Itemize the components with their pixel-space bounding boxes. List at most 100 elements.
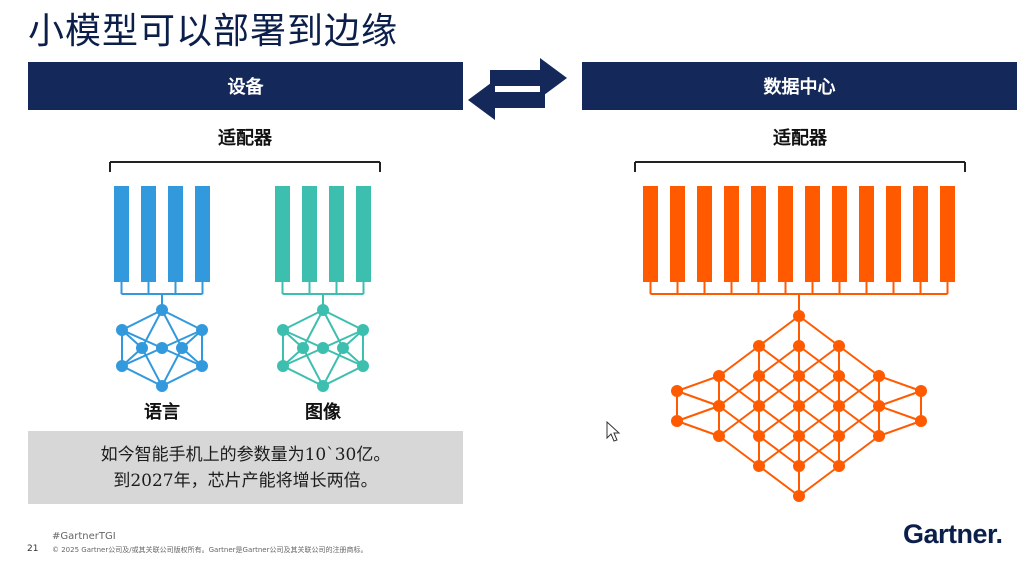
net-node [136, 342, 148, 354]
image-model-label: 图像 [305, 402, 341, 423]
net-node [277, 324, 289, 336]
net-edge [878, 405, 922, 422]
net-edge [718, 345, 760, 377]
net-node [713, 430, 725, 442]
copyright-text: © 2025 Gartner公司及/或其关联公司版权所有。Gartner是Gar… [52, 546, 368, 554]
net-node [317, 342, 329, 354]
net-edge [838, 375, 880, 407]
net-edge [322, 329, 364, 349]
net-edge [322, 347, 344, 387]
net-node [357, 360, 369, 372]
net-node [713, 400, 725, 412]
net-edge [758, 435, 800, 467]
net-edge [161, 365, 203, 387]
net-node [793, 370, 805, 382]
adapter-bar [643, 186, 658, 282]
adapter-bar [751, 186, 766, 282]
net-node [873, 370, 885, 382]
net-node [357, 324, 369, 336]
net-node [793, 340, 805, 352]
net-node [833, 340, 845, 352]
net-node [833, 460, 845, 472]
datacenter-adapter-bracket [634, 161, 966, 172]
net-edge [282, 329, 324, 349]
net-edge [161, 347, 183, 387]
net-node [793, 490, 805, 502]
adapter-bar [940, 186, 955, 282]
net-edge [161, 347, 203, 367]
net-node [337, 342, 349, 354]
net-edge [141, 347, 163, 387]
net-edge [302, 347, 324, 387]
bidirectional-arrow-icon [468, 58, 567, 120]
adapter-bar [195, 186, 210, 282]
datacenter-neural-network-icon [671, 294, 927, 502]
adapter-bar [114, 186, 129, 282]
net-node [833, 430, 845, 442]
net-edge [798, 345, 840, 377]
net-node [196, 324, 208, 336]
net-node [915, 415, 927, 427]
net-edge [878, 375, 922, 392]
gartner-logo-text: Gartner [903, 519, 996, 549]
net-node [317, 304, 329, 316]
net-edge [838, 435, 880, 467]
net-node [156, 342, 168, 354]
net-node [833, 370, 845, 382]
note-line-2: 到2027年，芯片产能将增长两倍。 [113, 470, 378, 491]
net-edge [322, 309, 364, 331]
net-node [116, 324, 128, 336]
net-edge [798, 315, 840, 347]
net-edge [878, 420, 922, 437]
net-edge [282, 365, 324, 387]
net-node [671, 415, 683, 427]
net-node [833, 400, 845, 412]
image-neural-network-icon [277, 294, 369, 392]
net-node [297, 342, 309, 354]
net-edge [161, 329, 203, 349]
net-edge [758, 405, 800, 437]
net-node [915, 385, 927, 397]
adapter-bar [886, 186, 901, 282]
net-edge [676, 420, 720, 437]
net-edge [798, 465, 840, 497]
net-node [873, 430, 885, 442]
net-edge [322, 365, 364, 387]
net-node [793, 430, 805, 442]
net-node [793, 460, 805, 472]
net-edge [758, 465, 800, 497]
device-adapter-bracket [109, 161, 381, 172]
language-neural-network-icon [116, 294, 208, 392]
net-edge [121, 347, 163, 367]
net-edge [798, 405, 840, 437]
adapter-bar [805, 186, 820, 282]
gartner-logo: Gartner. [903, 519, 1003, 549]
adapter-bar [168, 186, 183, 282]
language-model-label: 语言 [144, 402, 180, 423]
adapter-bar [697, 186, 712, 282]
adapter-bar [302, 186, 317, 282]
mouse-cursor-icon [606, 420, 621, 442]
net-edge [838, 345, 880, 377]
adapter-bar [275, 186, 290, 282]
net-node [116, 360, 128, 372]
datacenter-adapter-bars-icon [643, 186, 955, 295]
net-edge [718, 435, 760, 467]
net-edge [322, 309, 344, 349]
net-edge [161, 309, 183, 349]
adapter-bar [724, 186, 739, 282]
net-node [753, 370, 765, 382]
net-edge [141, 309, 163, 349]
net-node [753, 340, 765, 352]
adapter-bar [832, 186, 847, 282]
net-edge [282, 347, 324, 367]
adapter-bar [913, 186, 928, 282]
net-edge [718, 405, 760, 437]
net-edge [878, 390, 922, 407]
net-edge [676, 375, 720, 392]
net-edge [718, 375, 760, 407]
net-edge [838, 405, 880, 437]
net-node [793, 310, 805, 322]
net-edge [282, 309, 324, 331]
net-node [713, 370, 725, 382]
